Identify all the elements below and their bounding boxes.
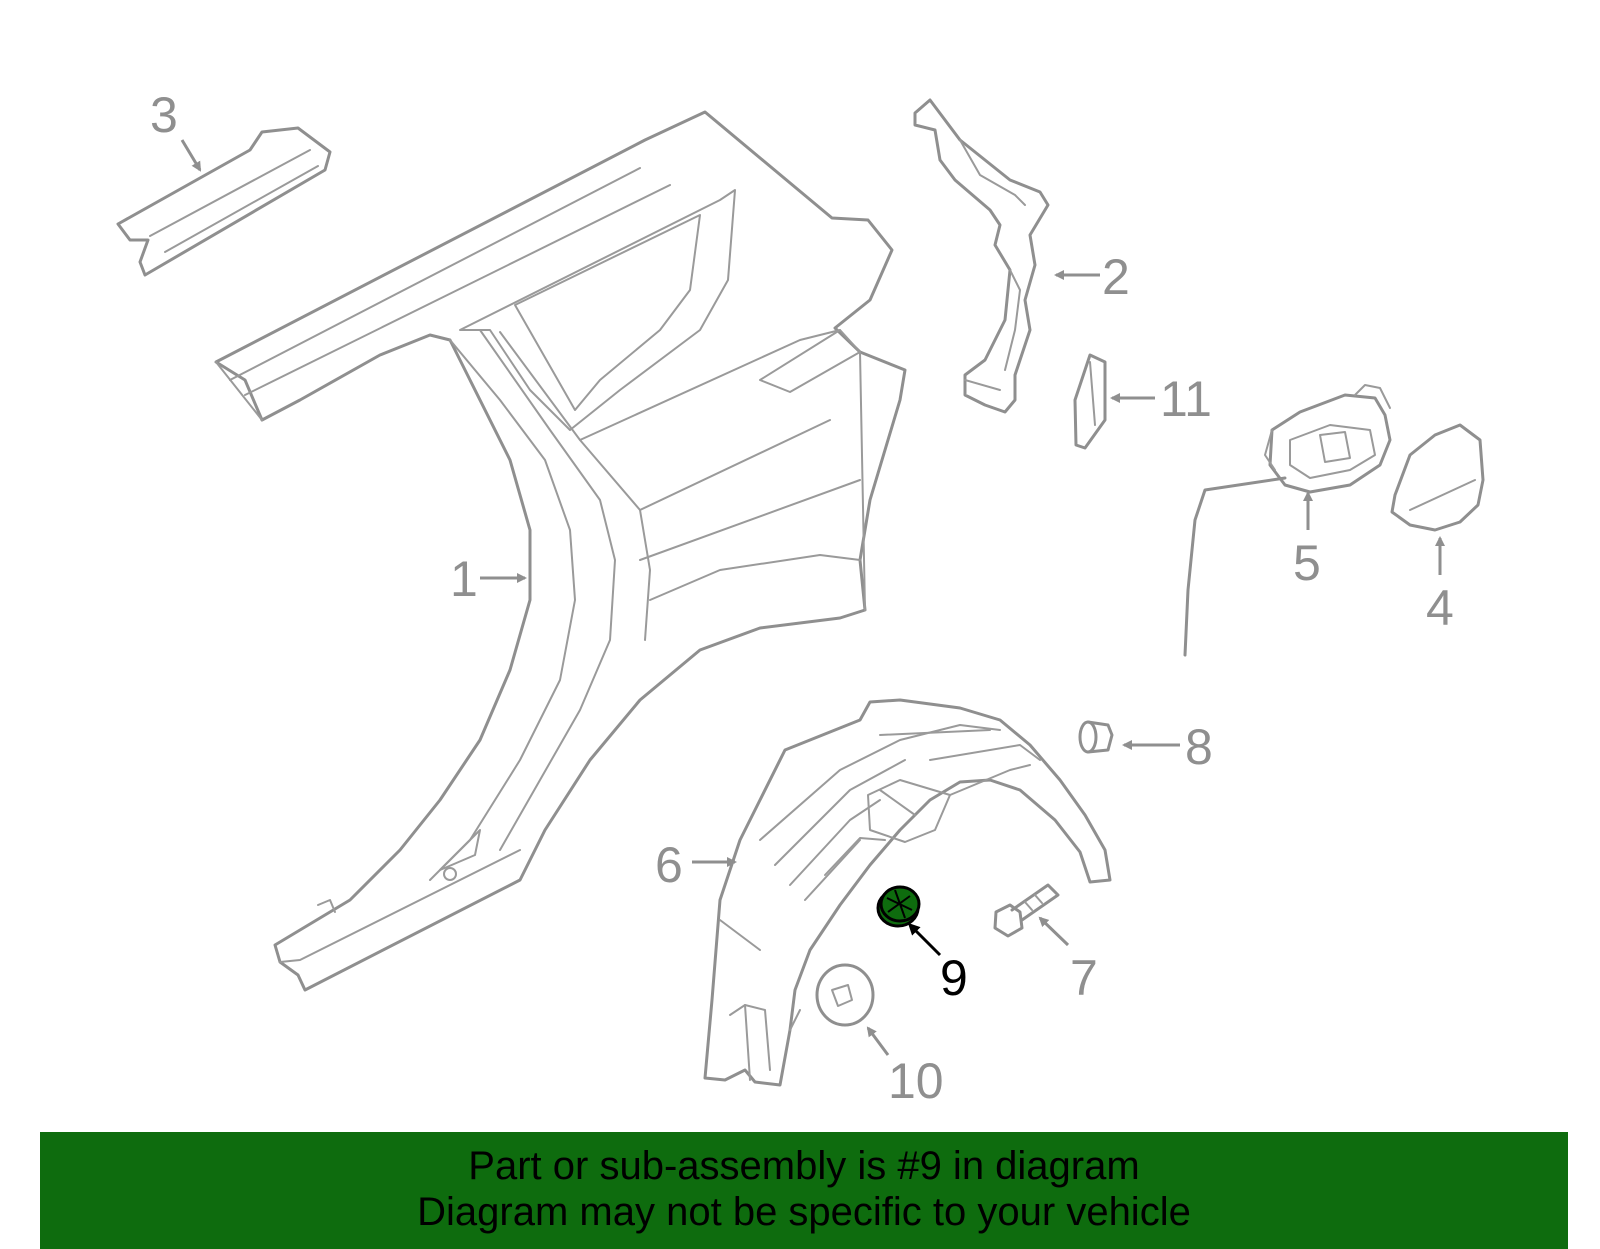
callout-2: 2	[1102, 249, 1130, 305]
part-10-bumper	[815, 963, 875, 1027]
callout-8: 8	[1185, 719, 1213, 775]
part-2-inner-bracket	[913, 98, 1050, 414]
part-11-patch	[1073, 353, 1107, 450]
part-5-fuel-housing	[1183, 384, 1392, 657]
leader-10	[866, 1026, 890, 1056]
part-9-grommet	[876, 885, 921, 928]
part-4-fuel-door	[1390, 423, 1485, 532]
part-1-quarter-panel	[214, 110, 907, 992]
callout-10: 10	[888, 1053, 944, 1109]
callout-labels: 3 2 11 1 5 4 8 6 7 9 10	[150, 87, 1454, 1109]
callout-3: 3	[150, 87, 178, 143]
part-8-clip	[1078, 720, 1114, 754]
callout-9: 9	[940, 950, 968, 1006]
info-banner: Part or sub-assembly is #9 in diagram Di…	[40, 1132, 1568, 1249]
part-6-wheelhouse-liner	[703, 698, 1112, 1087]
callout-7: 7	[1070, 950, 1098, 1006]
leader-9	[907, 922, 942, 957]
leader-3	[180, 139, 202, 172]
banner-line-disclaimer: Diagram may not be specific to your vehi…	[417, 1190, 1191, 1234]
callout-6: 6	[655, 837, 683, 893]
callout-5: 5	[1293, 535, 1321, 591]
banner-line-part: Part or sub-assembly is #9 in diagram	[468, 1144, 1140, 1188]
callout-4: 4	[1426, 580, 1454, 636]
part-3-rail-reinforcement	[116, 126, 332, 277]
part-7-bolt	[993, 883, 1060, 938]
leader-7	[1038, 916, 1070, 947]
leader-lines	[180, 139, 1445, 1056]
callout-1: 1	[450, 551, 478, 607]
callout-11: 11	[1160, 371, 1212, 427]
